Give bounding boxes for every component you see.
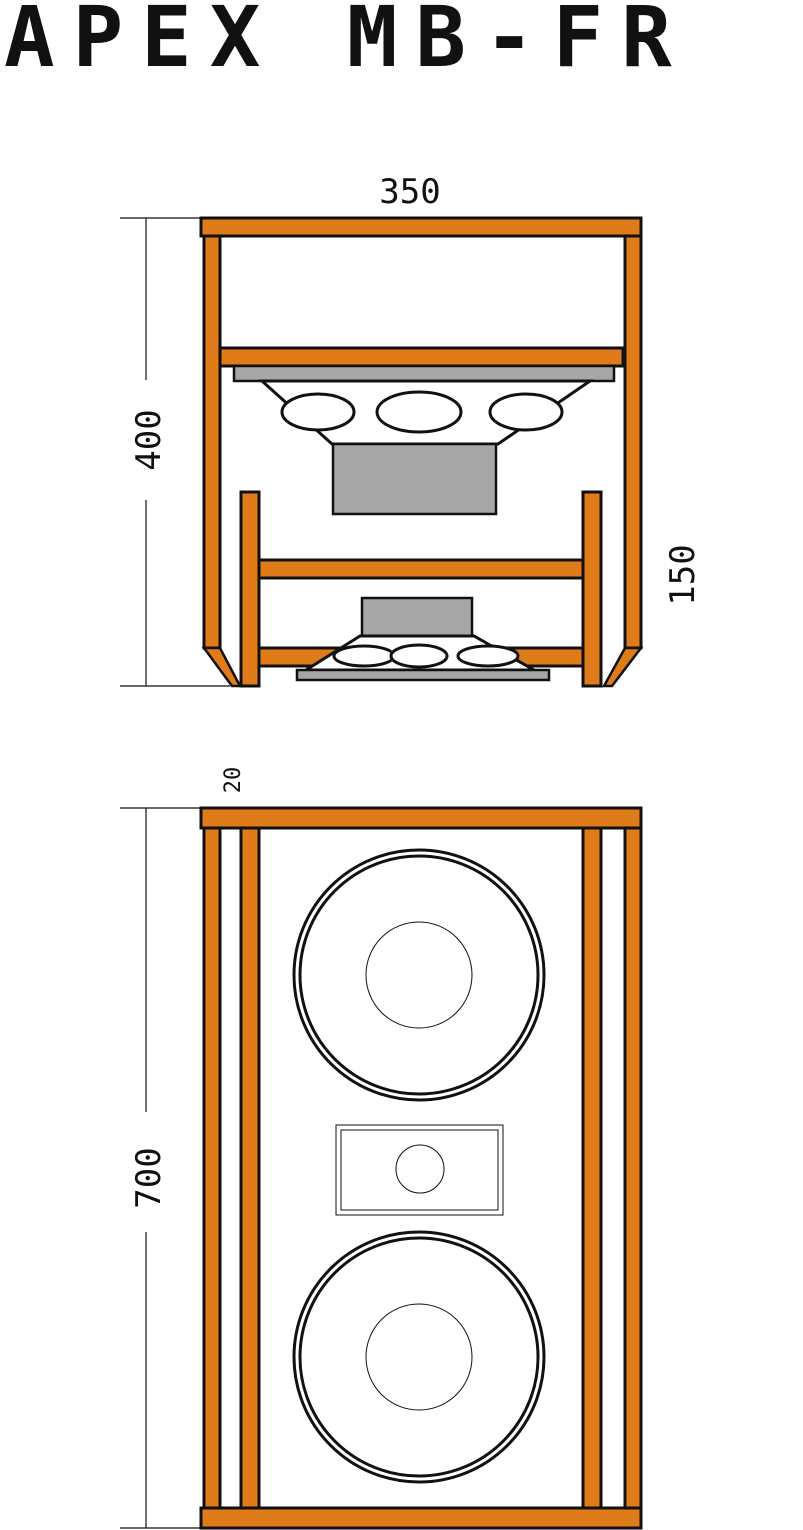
- lower-height-label: 150: [663, 544, 703, 605]
- upper-magnet: [331, 442, 498, 516]
- lower-woofer-surround: [292, 1230, 546, 1484]
- lower-basket-window-center: [389, 643, 449, 669]
- side-width-label: 350: [379, 172, 440, 212]
- lower-baffle: [295, 668, 551, 682]
- upper-basket-window-center: [375, 390, 463, 434]
- panel-thickness-label: 20: [221, 767, 246, 794]
- front-top-board: [199, 806, 643, 830]
- side-height-label: 400: [129, 409, 169, 470]
- front-bottom-board: [199, 1506, 643, 1530]
- front-inner-left-upright: [239, 826, 261, 1510]
- right-foot: [601, 646, 644, 688]
- front-view: 20 700: [120, 767, 643, 1530]
- tweeter-plate-outer: [335, 1124, 504, 1216]
- lower-woofer-cone-edge: [298, 1236, 540, 1478]
- middle-shelf: [257, 558, 585, 580]
- front-outer-right-upright: [623, 826, 643, 1510]
- front-height-label: 700: [129, 1147, 169, 1208]
- inner-left-upright: [239, 490, 261, 688]
- inner-right-upright: [581, 490, 603, 688]
- lower-magnet: [360, 596, 474, 638]
- upper-woofer-surround: [292, 848, 546, 1102]
- top-board: [199, 216, 643, 238]
- upper-basket-window-left: [280, 392, 356, 432]
- lower-woofer-dustcap: [365, 1303, 473, 1411]
- front-outer-left-upright: [202, 826, 222, 1510]
- upper-basket-window-right: [488, 392, 564, 432]
- upper-shelf: [218, 346, 625, 368]
- lower-basket-window-left: [332, 644, 396, 668]
- title: APEX MB-FR: [4, 0, 690, 86]
- upper-woofer-cone-edge: [298, 854, 540, 1096]
- lower-basket-window-right: [456, 644, 520, 668]
- right-upright: [623, 234, 643, 650]
- left-foot: [201, 646, 243, 688]
- upper-baffle: [232, 364, 616, 383]
- tweeter-dome: [395, 1144, 445, 1194]
- left-upright: [202, 234, 222, 650]
- front-inner-right-upright: [581, 826, 603, 1510]
- side-view: 350 400 150: [120, 172, 703, 688]
- tweeter-plate-inner: [340, 1129, 499, 1211]
- upper-woofer-dustcap: [365, 921, 473, 1029]
